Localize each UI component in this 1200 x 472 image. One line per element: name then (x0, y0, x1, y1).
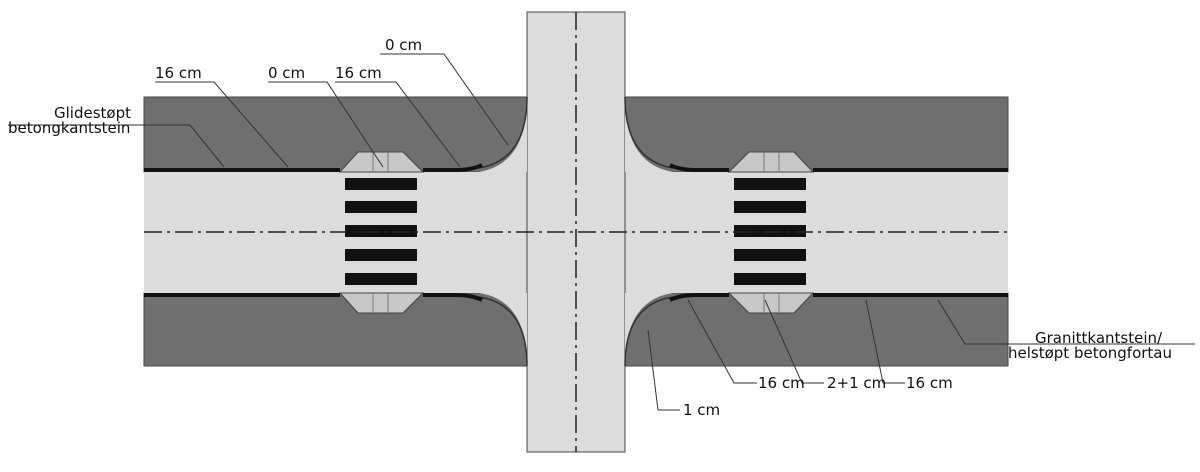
corner-fillet-top-right (625, 97, 673, 172)
label-bottom-2plus1cm: 2+1 cm (827, 374, 886, 392)
corner-fillet-bottom-left (479, 293, 527, 366)
corner-curb-bottom-right (624, 296, 674, 367)
label-bottom-16cm-left: 16 cm (758, 374, 805, 392)
corner-fillet-bottom-right (625, 293, 673, 366)
sidewalk-top-left (143, 96, 528, 173)
label-top-16cm-left: 16 cm (155, 64, 202, 82)
crossing-island-bottom-right (727, 292, 815, 314)
label-granitt-line1: Granittkantstein/ (1035, 329, 1163, 347)
crossing-island-bottom-left (338, 292, 425, 314)
label-top-0cm-island: 0 cm (268, 64, 305, 82)
curb-top-right-transition (669, 163, 729, 172)
crossing-island-top-right (727, 151, 815, 173)
corner-fillet-top-left (479, 97, 527, 172)
corner-curb-top-right (624, 96, 674, 169)
label-bottom-16cm-right: 16 cm (906, 374, 953, 392)
leader-lines (8, 53, 1195, 411)
label-granitt-line2: helstøpt betongfortau (1008, 344, 1172, 362)
curb-bottom-left-transition (423, 293, 483, 302)
corner-curb-bottom-left (478, 296, 528, 367)
crossing-island-top-left (338, 151, 425, 173)
zebra-crossing-right (734, 178, 806, 285)
label-glidestopt-line1: Glidestøpt (54, 104, 131, 122)
sidewalk-bottom-left (143, 292, 528, 367)
curb-bottom-right-transition (669, 293, 729, 302)
label-top-16cm-right: 16 cm (335, 64, 382, 82)
sidewalk-bottom-right (624, 292, 1009, 367)
sidewalk-top-right (624, 96, 1009, 173)
label-top-0cm-corner: 0 cm (385, 36, 422, 54)
zebra-crossing-left (345, 178, 417, 285)
label-glidestopt-line2: betongkantstein (8, 119, 130, 137)
curb-top-left-transition (423, 163, 483, 172)
label-bottom-1cm: 1 cm (683, 401, 720, 419)
corner-curb-top-left (478, 96, 528, 169)
